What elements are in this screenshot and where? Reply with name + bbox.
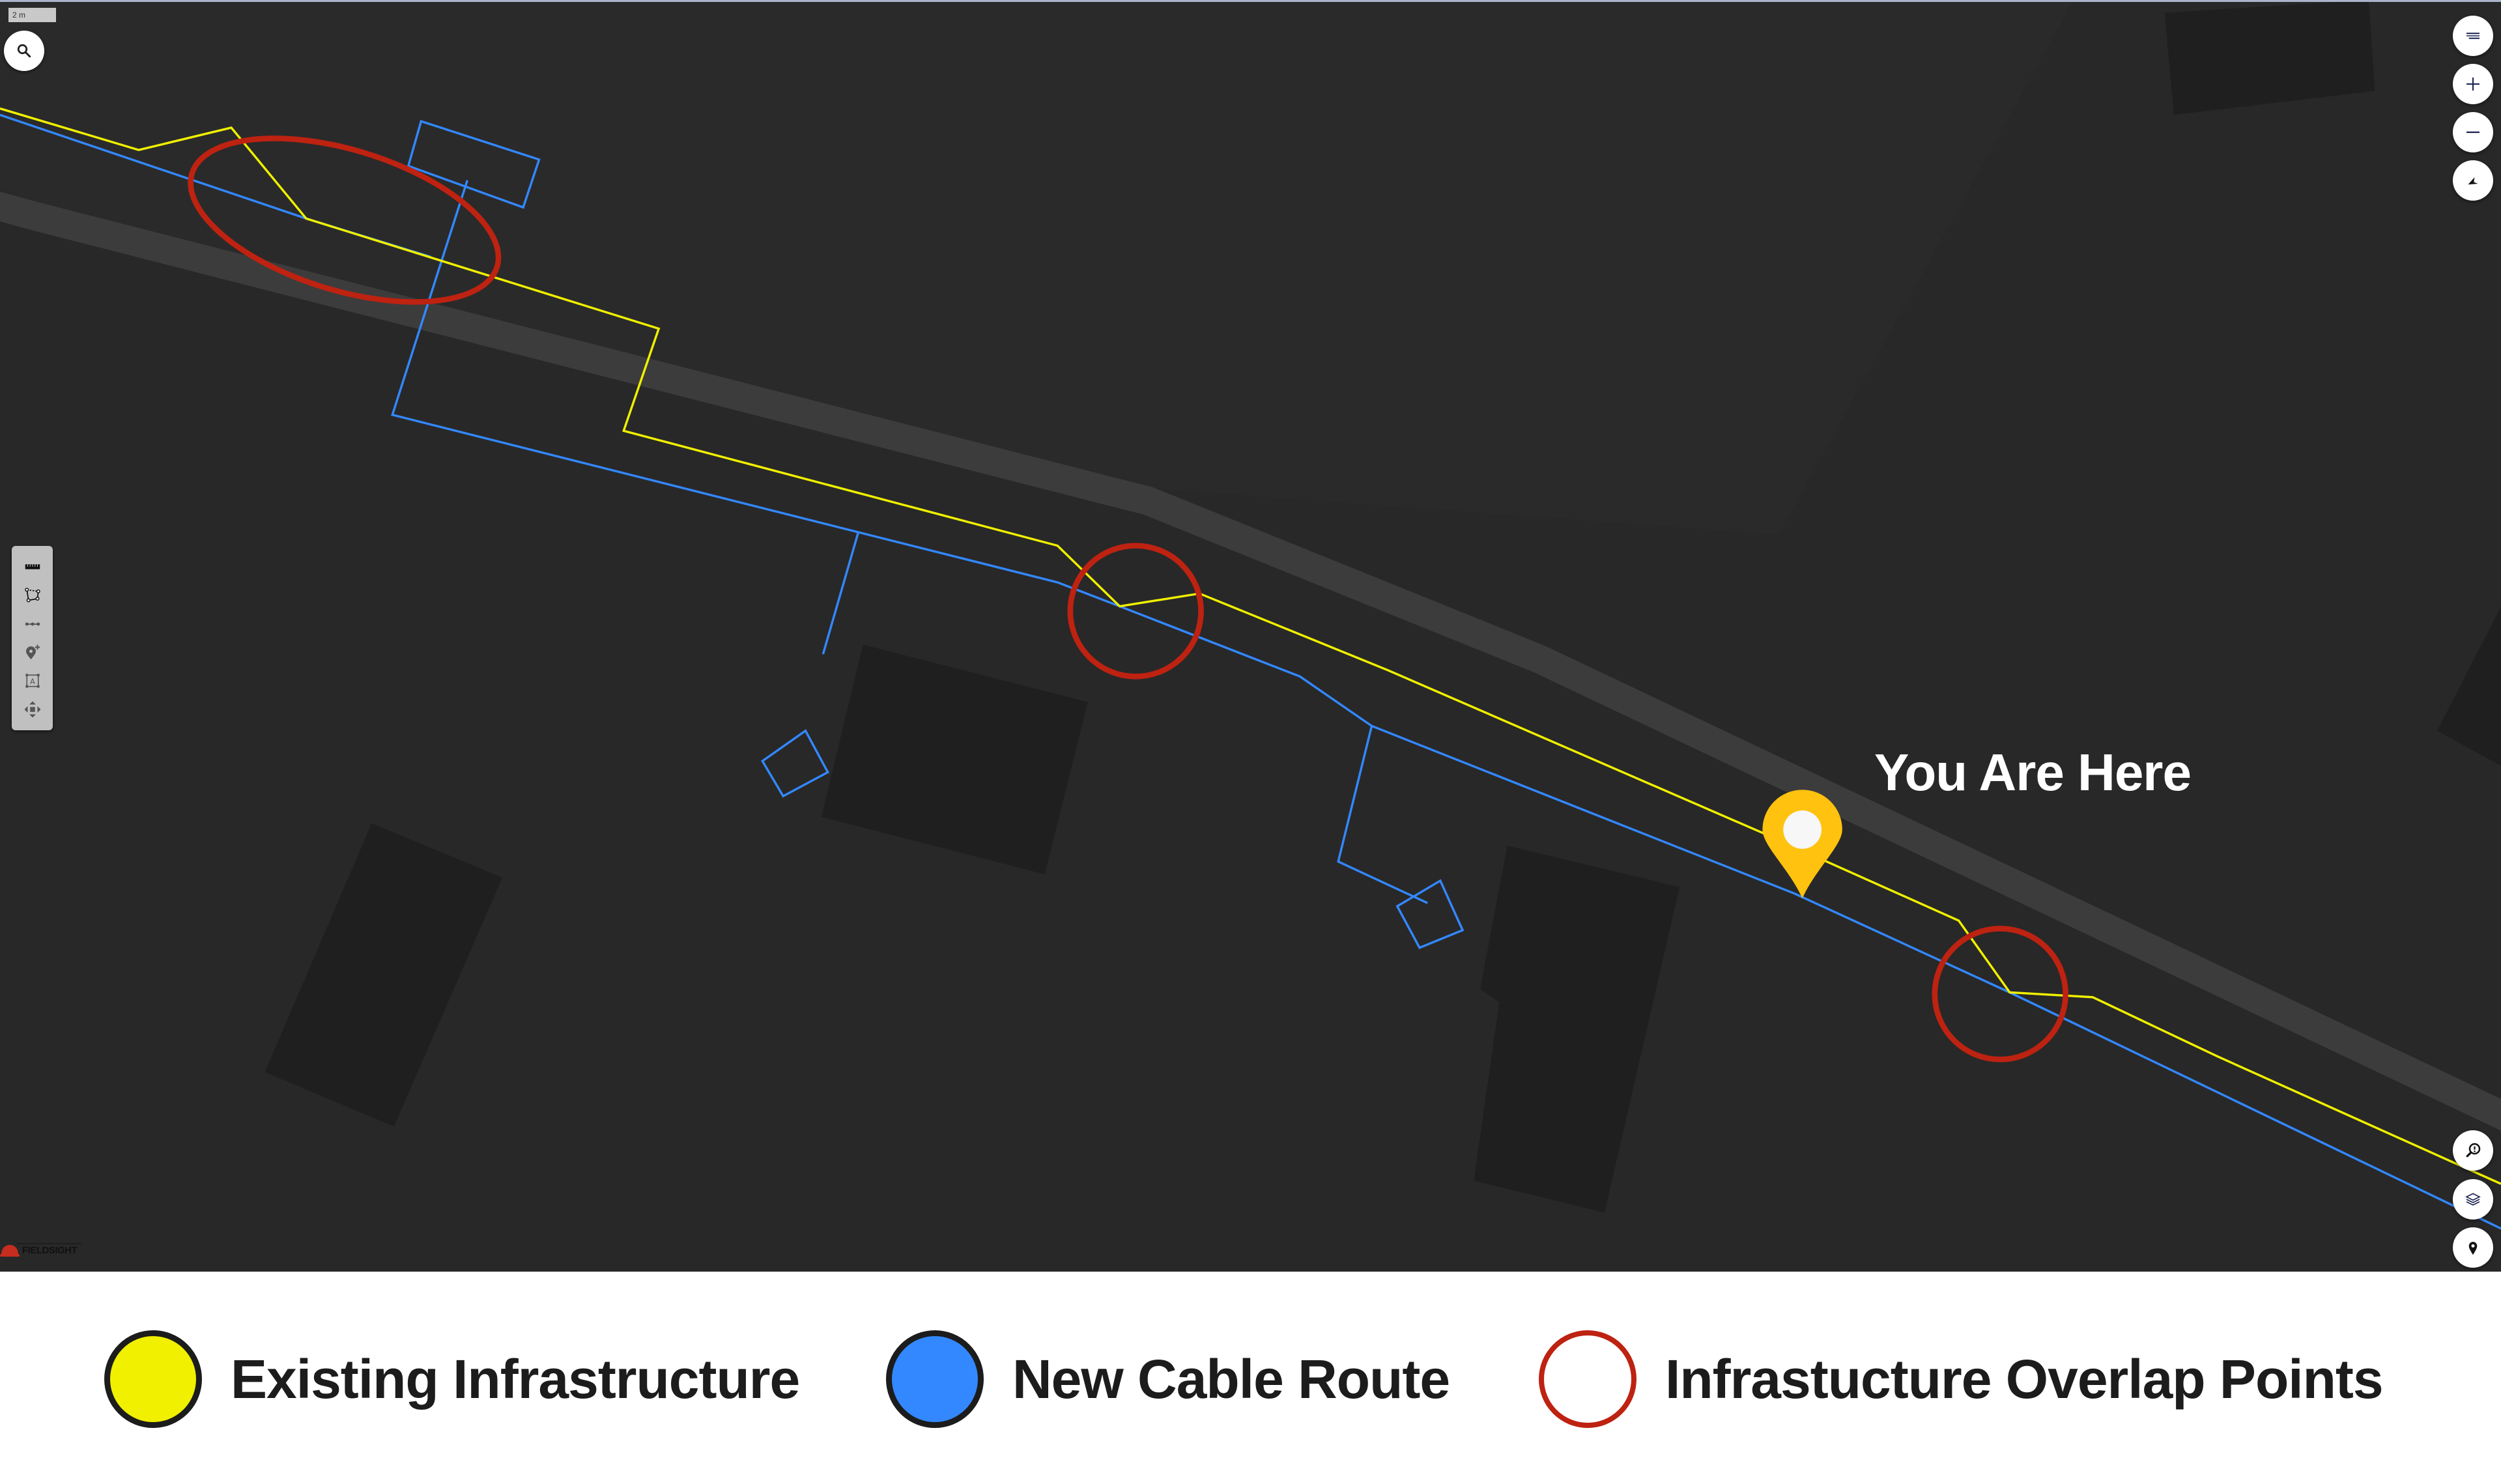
move-tool[interactable] [21, 698, 44, 721]
window-top-border [0, 0, 2501, 2]
measure-tool[interactable] [21, 556, 44, 578]
drawing-toolbox: A [12, 546, 53, 730]
location-pin-icon [2468, 1242, 2478, 1255]
overlap-point-circle[interactable] [1932, 926, 2068, 1063]
overlap-point-circle[interactable] [1067, 543, 1204, 679]
blue-circle-icon [886, 1330, 984, 1428]
map-view[interactable]: 2 m A [0, 0, 2501, 1272]
legend-item-new-cable-route: New Cable Route [886, 1330, 1450, 1428]
road [0, 192, 2501, 1131]
legend-label: Existing Infrastructure [231, 1348, 800, 1410]
polygon-icon [24, 587, 40, 603]
map-legend: Existing Infrastructure New Cable Route … [0, 1272, 2501, 1484]
land-area [0, 0, 2074, 535]
building [2164, 0, 2375, 115]
overlap-point-circle[interactable] [171, 106, 517, 334]
brand-logo: FIELDSIGHT [0, 1243, 78, 1257]
add-pin-icon [25, 645, 40, 660]
building [1474, 846, 1680, 1213]
building [264, 823, 503, 1127]
zoom-in-button[interactable] [2453, 64, 2493, 104]
layers-icon [2465, 1193, 2481, 1206]
north-arrow-icon [2468, 177, 2478, 185]
legend-item-overlap-points: Infrastucture Overlap Points [1539, 1330, 2384, 1428]
menu-lines-icon [2466, 33, 2480, 39]
add-text-tool[interactable]: A [21, 670, 44, 692]
brand-name: FIELDSIGHT [22, 1244, 78, 1256]
search-button[interactable] [4, 31, 44, 71]
polyline-icon [25, 622, 40, 626]
draw-polygon-tool[interactable] [21, 584, 44, 606]
add-marker-tool[interactable] [21, 641, 44, 663]
svg-text:A: A [30, 678, 35, 686]
red-ring-icon [1539, 1330, 1636, 1428]
zoom-out-button[interactable] [2453, 112, 2493, 152]
search-alert-icon [2466, 1143, 2481, 1158]
legend-label: Infrastucture Overlap Points [1665, 1348, 2384, 1410]
move-arrows-icon [24, 701, 40, 718]
map-canvas[interactable] [0, 0, 2501, 1272]
yellow-circle-icon [104, 1330, 202, 1428]
ruler-icon [25, 564, 40, 569]
minus-icon [2466, 131, 2480, 134]
layers-button[interactable] [2453, 1179, 2493, 1220]
issue-search-button[interactable] [2453, 1130, 2493, 1171]
scale-bar: 2 m [8, 8, 56, 22]
menu-button[interactable] [2453, 16, 2493, 56]
hard-hat-icon [0, 1245, 20, 1257]
compass-button[interactable] [2453, 160, 2493, 201]
my-location-button[interactable] [2453, 1227, 2493, 1268]
legend-item-existing-infrastructure: Existing Infrastructure [104, 1330, 800, 1428]
attribution-divider [16, 1243, 81, 1244]
draw-line-tool[interactable] [21, 613, 44, 635]
existing-infrastructure [0, 107, 2501, 1185]
search-icon [17, 44, 31, 58]
you-are-here-label: You Are Here [1874, 743, 2192, 801]
building [821, 644, 1088, 875]
building [2437, 606, 2501, 766]
plus-icon [2466, 78, 2480, 91]
location-pin-icon[interactable] [1762, 790, 1842, 898]
legend-label: New Cable Route [1012, 1348, 1450, 1410]
text-box-icon: A [25, 674, 40, 688]
